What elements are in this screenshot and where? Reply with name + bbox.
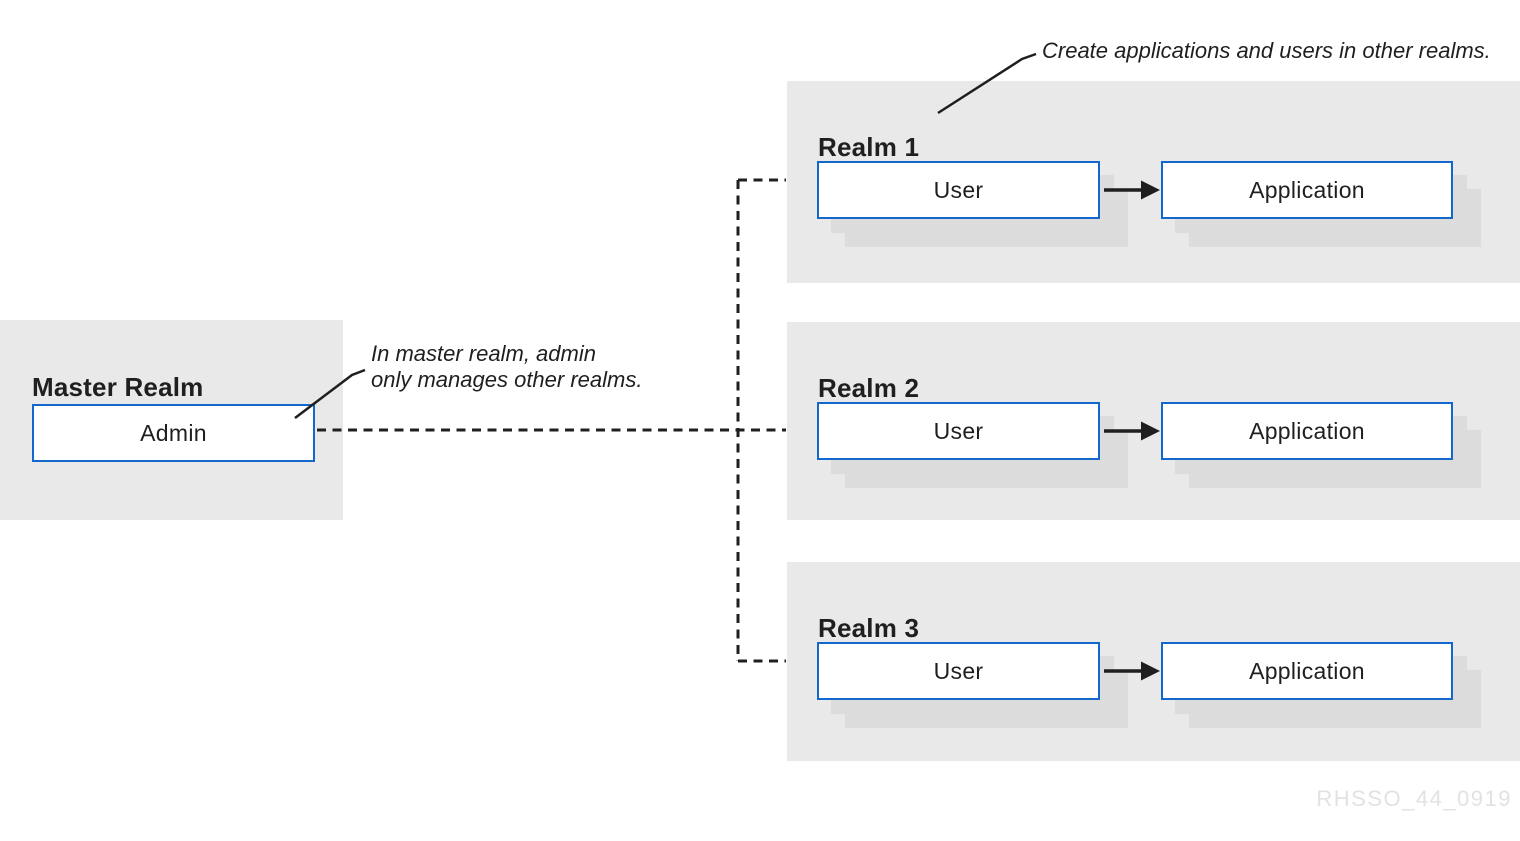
realm-1-title: Realm 1	[818, 131, 920, 162]
realm-3-application-label: Application	[1249, 657, 1365, 684]
realm-2-title: Realm 2	[818, 372, 920, 403]
realm-2-application-label: Application	[1249, 417, 1365, 444]
realm-1-user-box: User	[817, 161, 1100, 219]
realm-1-application-label: Application	[1249, 176, 1365, 203]
realm-2-user-label: User	[933, 417, 984, 444]
realm-3-panel: Realm 3 User Application	[787, 562, 1520, 761]
realm-2-panel: Realm 2 User Application	[787, 322, 1520, 520]
realm-1-application-box: Application	[1161, 161, 1453, 219]
realm-3-title: Realm 3	[818, 612, 920, 643]
watermark-label: RHSSO_44_0919	[1316, 786, 1512, 811]
master-admin-annotation-line1: In master realm, admin	[371, 341, 596, 366]
master-realm-panel: Master Realm Admin	[0, 320, 343, 520]
create-apps-annotation-text: Create applications and users in other r…	[1042, 38, 1491, 63]
master-admin-annotation: In master realm, admin only manages othe…	[371, 341, 642, 393]
realm-3-user-label: User	[933, 657, 984, 684]
master-realm-title: Master Realm	[32, 371, 204, 402]
master-admin-annotation-line2: only manages other realms.	[371, 367, 643, 392]
realm-1-user-label: User	[933, 176, 984, 203]
admin-label: Admin	[140, 419, 207, 446]
realm-1-panel: Realm 1 User Application	[787, 81, 1520, 283]
admin-box: Admin	[32, 404, 315, 462]
realm-3-application-box: Application	[1161, 642, 1453, 700]
realm-3-user-box: User	[817, 642, 1100, 700]
admin-to-realms-dashed-connector	[317, 178, 786, 663]
realm-2-application-box: Application	[1161, 402, 1453, 460]
create-apps-annotation: Create applications and users in other r…	[1042, 38, 1491, 64]
realm-2-user-box: User	[817, 402, 1100, 460]
